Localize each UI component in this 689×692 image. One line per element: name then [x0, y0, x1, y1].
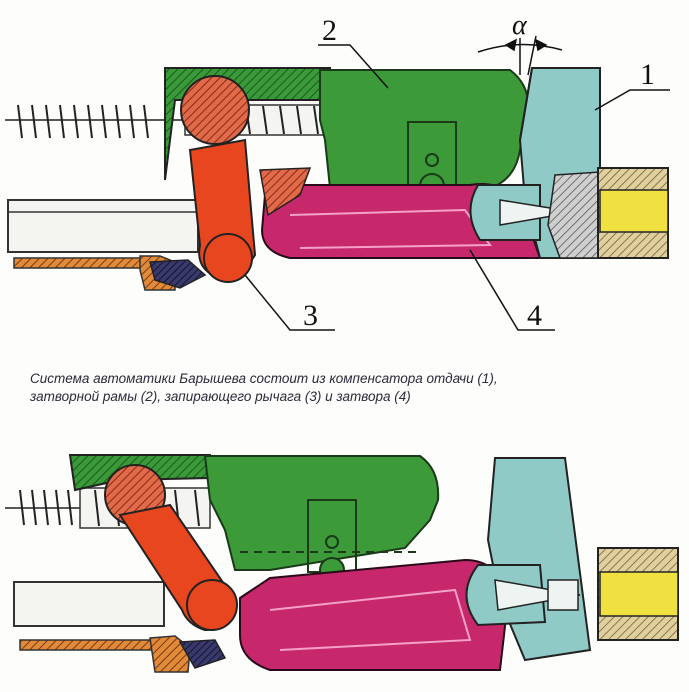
receiver-hook-bottom — [149, 635, 191, 673]
receiver-bottom-strip — [13, 257, 155, 269]
carrier-pin-bottom — [325, 535, 339, 549]
bolt-inner-line-bottom — [269, 588, 472, 651]
label-bolt-top: 4 — [527, 299, 542, 332]
receiver-strip-bottom — [19, 639, 161, 651]
bottom-diagram — [5, 454, 679, 673]
label-locking-lever-top: 3 — [303, 299, 318, 332]
caption: Система автоматики Барышева состоит из к… — [30, 370, 630, 406]
lever-pocket — [259, 167, 312, 217]
caption-line-1: Система автоматики Барышева состоит из к… — [30, 371, 498, 386]
stop-block — [149, 259, 207, 289]
bolt-carrier — [319, 69, 530, 189]
leader-lines-top — [244, 44, 670, 331]
bolt-bottom — [239, 558, 510, 671]
locking-lever — [180, 75, 257, 283]
top-diagram: α 2 1 3 4 — [5, 10, 670, 332]
locking-lever-bottom — [104, 464, 238, 632]
firing-pin-bottom — [465, 564, 581, 627]
label-bolt-carrier-top: 2 — [322, 14, 337, 47]
firing-pin — [469, 171, 601, 259]
cartridge — [597, 167, 669, 259]
carrier-pin — [425, 153, 439, 167]
cartridge-bottom — [597, 547, 679, 641]
receiver-rail-bottom — [13, 581, 165, 627]
caption-line-2: затворной рамы (2), запирающего рычага (… — [30, 389, 411, 404]
stop-block-bottom — [178, 639, 227, 669]
label-compensator-top: 1 — [640, 58, 655, 91]
receiver-rail — [7, 199, 199, 253]
bolt-carrier-bottom — [203, 455, 440, 571]
alpha-label: α — [512, 10, 528, 41]
alpha-marker — [477, 35, 563, 76]
